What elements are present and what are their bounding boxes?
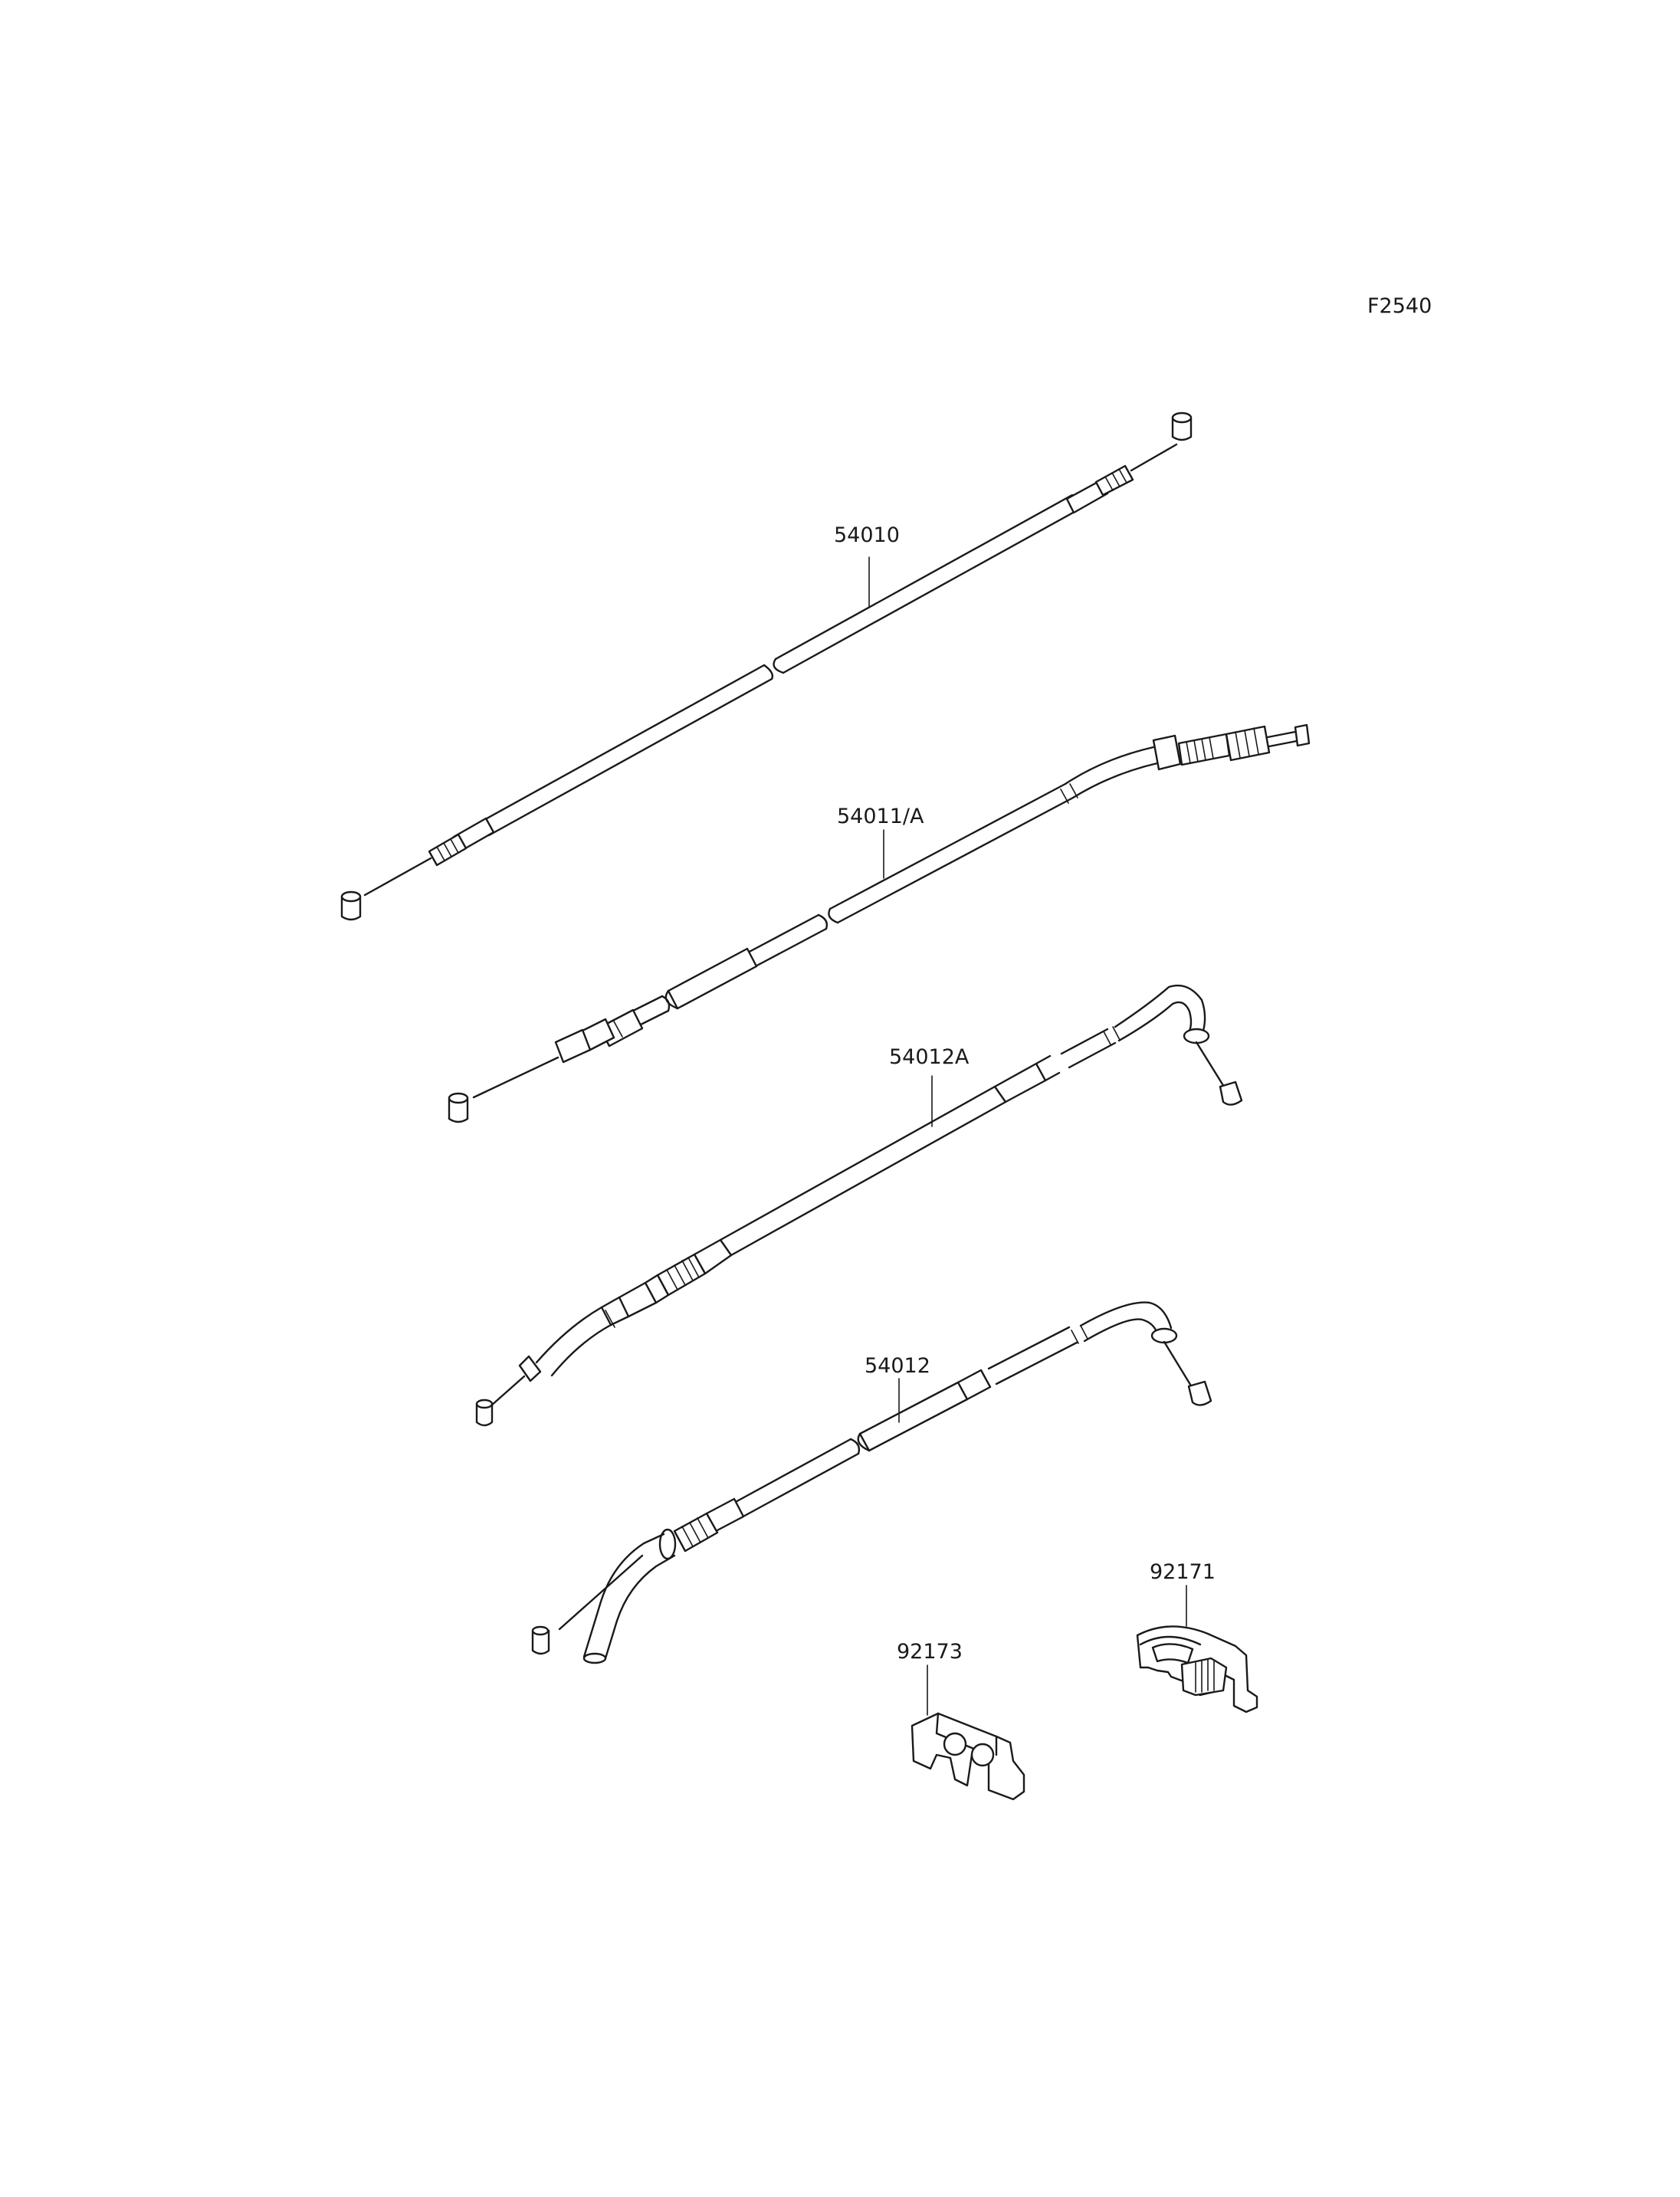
part-54012A-cable[interactable] [475,984,1243,1427]
part-label-54012A: 54012A [889,1045,970,1069]
part-54011-A-cable[interactable] [448,723,1311,1123]
part-54010-cable[interactable] [340,412,1193,921]
part-92171-clamp[interactable] [1136,1585,1258,1713]
part-92173-clamp[interactable] [911,1664,1025,1801]
figure-code: F2540 [1367,294,1432,318]
part-label-92171: 92171 [1150,1560,1216,1584]
part-label-92173: 92173 [897,1640,963,1664]
part-label-54012: 54012 [865,1354,930,1378]
part-label-54010: 54010 [834,523,900,547]
part-54012-cable[interactable] [531,1301,1212,1664]
part-label-54011-A: 54011/A [837,805,924,828]
